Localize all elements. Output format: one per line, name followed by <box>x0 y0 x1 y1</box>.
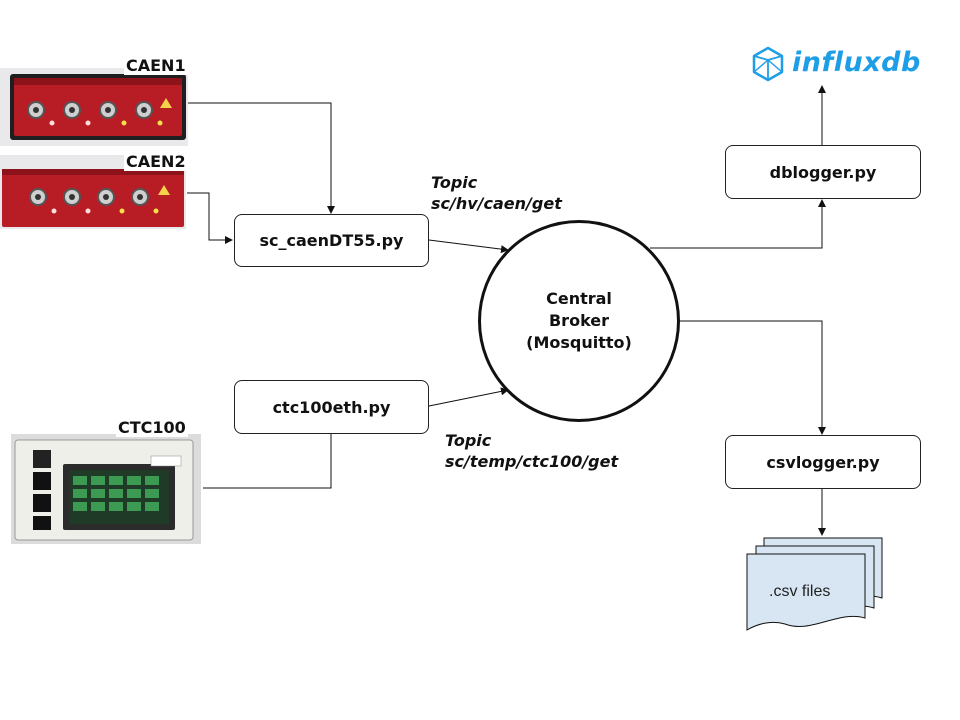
ctc-topic-label: Topic sc/temp/ctc100/get <box>445 430 618 472</box>
ctc-topic-word: Topic <box>445 431 492 450</box>
caen1-to-caen-script-line <box>187 102 335 214</box>
ctc-script-box[interactable]: ctc100eth.py <box>234 380 429 434</box>
ctc100-to-ctc-script-line <box>203 434 332 489</box>
caen-topic-word: Topic <box>431 173 478 192</box>
dblogger-box[interactable]: dblogger.py <box>725 145 921 199</box>
csv-files-document-icon <box>746 537 883 631</box>
ctc-topic-path: sc/temp/ctc100/get <box>445 452 619 471</box>
caen1-label: CAEN1 <box>124 56 188 75</box>
broker-label: Central Broker (Mosquitto) <box>526 288 632 354</box>
csv-files-label: .csv files <box>769 583 831 600</box>
csvlogger-box[interactable]: csvlogger.py <box>725 435 921 489</box>
broker-to-csvlogger-line <box>679 320 826 435</box>
broker-line-2: Broker <box>548 311 610 330</box>
caen-topic-label: Topic sc/hv/caen/get <box>431 172 562 214</box>
broker-line-3: (Mosquitto) <box>526 333 632 352</box>
broker-line-1: Central <box>546 289 612 308</box>
caen-script-box[interactable]: sc_caenDT55.py <box>234 214 429 267</box>
caen2-to-caen-script-line <box>187 192 233 244</box>
caen2-label: CAEN2 <box>124 152 188 171</box>
ctc100-device-image <box>11 434 201 544</box>
ctc-script-to-broker-line <box>428 387 509 407</box>
central-broker-node[interactable]: Central Broker (Mosquitto) <box>478 220 680 422</box>
caen-topic-path: sc/hv/caen/get <box>431 194 562 213</box>
influxdb-logo-icon <box>752 46 784 82</box>
ctc100-label: CTC100 <box>116 418 188 437</box>
caen-script-to-broker-line <box>428 239 509 254</box>
influxdb-logo-text: influxdb <box>792 47 921 78</box>
caen1-device-image <box>0 68 188 146</box>
broker-to-dblogger-line <box>650 199 826 249</box>
